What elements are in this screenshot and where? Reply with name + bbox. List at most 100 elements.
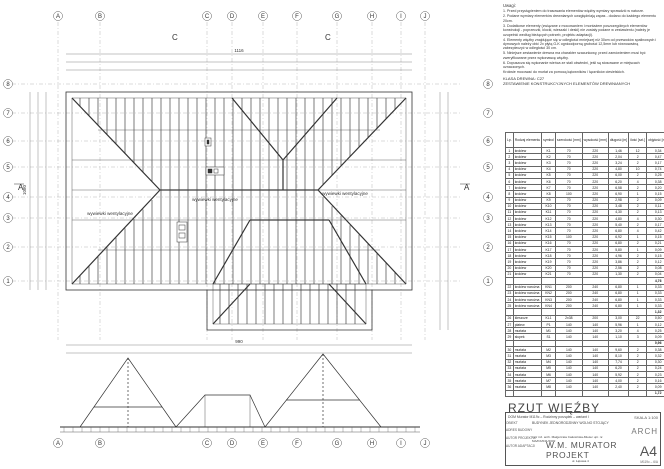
grid-letter-bottom: A bbox=[56, 441, 60, 447]
grid-bubble bbox=[420, 438, 430, 448]
grid-bubble bbox=[367, 11, 377, 21]
table-title: ZESTAWIENIE KONSTRUKCYJNYCH ELEMENTÓW DR… bbox=[503, 81, 631, 87]
grid-letter-top: J bbox=[424, 14, 427, 20]
grid-bubble bbox=[202, 438, 212, 448]
table-cell bbox=[628, 339, 648, 348]
table-cell bbox=[505, 276, 514, 285]
grid-letter-top: D bbox=[230, 14, 235, 20]
grid-letter-top: F bbox=[295, 14, 299, 20]
table-sum-row: 0,96 bbox=[505, 339, 664, 348]
table-cell: 0,33 bbox=[646, 302, 664, 310]
table-cell bbox=[512, 389, 543, 398]
table-cell bbox=[554, 389, 583, 398]
grid-letter-bottom: D bbox=[230, 441, 235, 447]
table-cell: słupek bbox=[512, 333, 543, 341]
grid-bubble bbox=[227, 11, 237, 21]
table-sum-row: 1,72 bbox=[505, 389, 664, 398]
grid-letter-bottom: G bbox=[335, 441, 340, 447]
table-header: ilość [szt.] bbox=[628, 132, 648, 148]
grid-bubble bbox=[3, 136, 13, 146]
table-cell bbox=[505, 308, 514, 316]
grid-letter-top: A bbox=[56, 14, 60, 20]
grid-bubble bbox=[420, 11, 430, 21]
grid-bubble bbox=[332, 11, 342, 21]
table-cell: 6,80 bbox=[607, 302, 630, 310]
dim-height: 1080 bbox=[22, 184, 27, 195]
section-c-top: C bbox=[172, 33, 178, 42]
grid-number-left: 2 bbox=[6, 245, 10, 251]
grid-bubble bbox=[3, 276, 13, 286]
grid-bubble bbox=[367, 438, 377, 448]
table-cell: krokiew narożna bbox=[512, 302, 543, 310]
grid-number-left: 1 bbox=[6, 279, 10, 285]
grid-number-right: 1 bbox=[486, 279, 490, 285]
grid-bubble bbox=[483, 108, 493, 118]
table-cell: 0,09 bbox=[646, 383, 664, 391]
collar-ties bbox=[72, 129, 406, 251]
grid-bubble bbox=[3, 213, 13, 223]
grid-bubble bbox=[3, 242, 13, 252]
grid-bubble bbox=[483, 79, 493, 89]
table-header: wysokość [mm] bbox=[581, 132, 609, 148]
chimney bbox=[176, 137, 225, 243]
adapt-label: AUTOR ADAPTACJI bbox=[506, 444, 536, 448]
table-cell bbox=[607, 308, 630, 316]
grid-bubble bbox=[3, 108, 13, 118]
grid-bubble bbox=[483, 213, 493, 223]
table-cell bbox=[512, 339, 543, 348]
table-cell bbox=[581, 339, 609, 348]
grid-bubble bbox=[483, 136, 493, 146]
note-2: 2. Podane wymiary elementów drewnianych … bbox=[503, 14, 657, 23]
table-cell: 1,30 bbox=[607, 270, 630, 278]
firm-name: W.M. MURATOR PROJEKT bbox=[546, 440, 618, 460]
note-5: 5. Niniejsze zestawienie drewna ma chara… bbox=[503, 51, 646, 60]
grid-number-left: 7 bbox=[6, 111, 10, 117]
table-cell bbox=[628, 276, 648, 285]
grid-number-right: 6 bbox=[486, 139, 490, 145]
sheet-number: M119c – 6/A bbox=[640, 460, 658, 464]
grid-number-right: 7 bbox=[486, 111, 490, 117]
grid-letter-bottom: B bbox=[98, 441, 102, 447]
grid-bubble bbox=[483, 192, 493, 202]
grid-number-right: 4 bbox=[486, 195, 490, 201]
table-cell bbox=[512, 276, 543, 285]
grid-bubble bbox=[483, 162, 493, 172]
author-value: mgr inż. arch. Małgorzata Całusińska-Mie… bbox=[532, 435, 604, 443]
chimney-label-3: wywiewki wentylacyjne bbox=[322, 191, 368, 196]
grid-bubble bbox=[258, 11, 268, 21]
grid-number-left: 8 bbox=[6, 82, 10, 88]
object-value: BUDYNEK JEDNORODZINNY WOLNO STOJĄCY bbox=[532, 421, 609, 425]
table-cell bbox=[607, 389, 630, 398]
table-cell: krokiew bbox=[512, 270, 543, 278]
grid-bubble bbox=[227, 438, 237, 448]
table-cell bbox=[541, 308, 556, 316]
grid-bubble bbox=[3, 79, 13, 89]
dimension-lines bbox=[29, 53, 449, 354]
chimney-label-2: wywiewki wentylacyjne bbox=[87, 211, 133, 216]
grid-bubble bbox=[396, 11, 406, 21]
grid-number-right: 8 bbox=[486, 82, 490, 88]
table-cell bbox=[505, 339, 514, 348]
table-sum-row: 4,76 bbox=[505, 276, 664, 285]
grid-letter-top: H bbox=[370, 14, 374, 20]
section-a-left: A bbox=[18, 183, 24, 192]
table-cell bbox=[581, 308, 609, 316]
table-cell: 0,04 bbox=[646, 270, 664, 278]
grid-letter-bottom: I bbox=[400, 441, 402, 447]
table-sum: 1,72 bbox=[646, 389, 664, 398]
grid-number-right: 3 bbox=[486, 216, 490, 222]
grid-bubble bbox=[396, 438, 406, 448]
grid-bubble bbox=[292, 438, 302, 448]
table-header: Lp. bbox=[505, 132, 514, 148]
grid-bubble bbox=[202, 11, 212, 21]
grid-bubble bbox=[95, 11, 105, 21]
table-cell bbox=[541, 389, 556, 398]
grid-bubble bbox=[292, 11, 302, 21]
table-sum-row: 1,32 bbox=[505, 308, 664, 316]
grid-bubble bbox=[3, 162, 13, 172]
table-cell bbox=[541, 276, 556, 285]
